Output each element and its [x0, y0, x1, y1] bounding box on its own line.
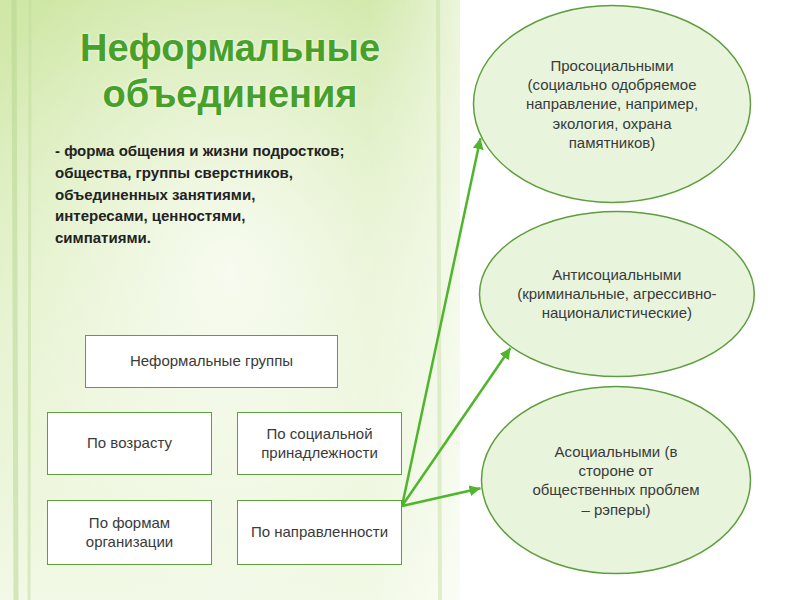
tree-trunk [438, 0, 440, 600]
category-box: Неформальные группы [85, 335, 338, 388]
tree-trunk [14, 0, 16, 600]
node-text: По социальной принадлежности [246, 425, 393, 463]
tree-trunk [29, 0, 30, 600]
forest-panel [0, 0, 460, 600]
ellipse-outline [480, 385, 752, 575]
category-box: По направленности [237, 500, 402, 565]
node-text: По формам организации [56, 514, 203, 552]
category-box: По возрасту [47, 412, 212, 475]
node-text: Неформальные группы [130, 352, 293, 371]
category-box: По социальной принадлежности [237, 412, 402, 475]
ellipse-shape [482, 387, 751, 574]
node-text: Асоциальными (в стороне от общественных … [529, 442, 704, 519]
forest-glow [0, 0, 460, 600]
forest-fade [0, 0, 460, 600]
type-ellipse: Антисоциальными (криминальные, агрессивн… [478, 210, 756, 378]
category-box: По формам организации [47, 500, 212, 565]
definition-note: - форма общения и жизни подростков; обще… [55, 140, 345, 249]
node-text: Просоциальными (социально одобряемое нап… [520, 56, 705, 152]
diagram-title: Неформальные объединения [0, 26, 460, 117]
node-text: По направленности [251, 523, 388, 542]
ellipse-shape [479, 212, 754, 377]
node-text: По возрасту [87, 434, 172, 453]
node-text: Антисоциальными (криминальные, агрессивн… [517, 265, 717, 323]
arrow-connector [402, 488, 481, 506]
type-ellipse: Просоциальными (социально одобряемое нап… [472, 4, 752, 204]
type-ellipse: Асоциальными (в стороне от общественных … [480, 385, 752, 575]
ellipse-shape [474, 6, 751, 203]
